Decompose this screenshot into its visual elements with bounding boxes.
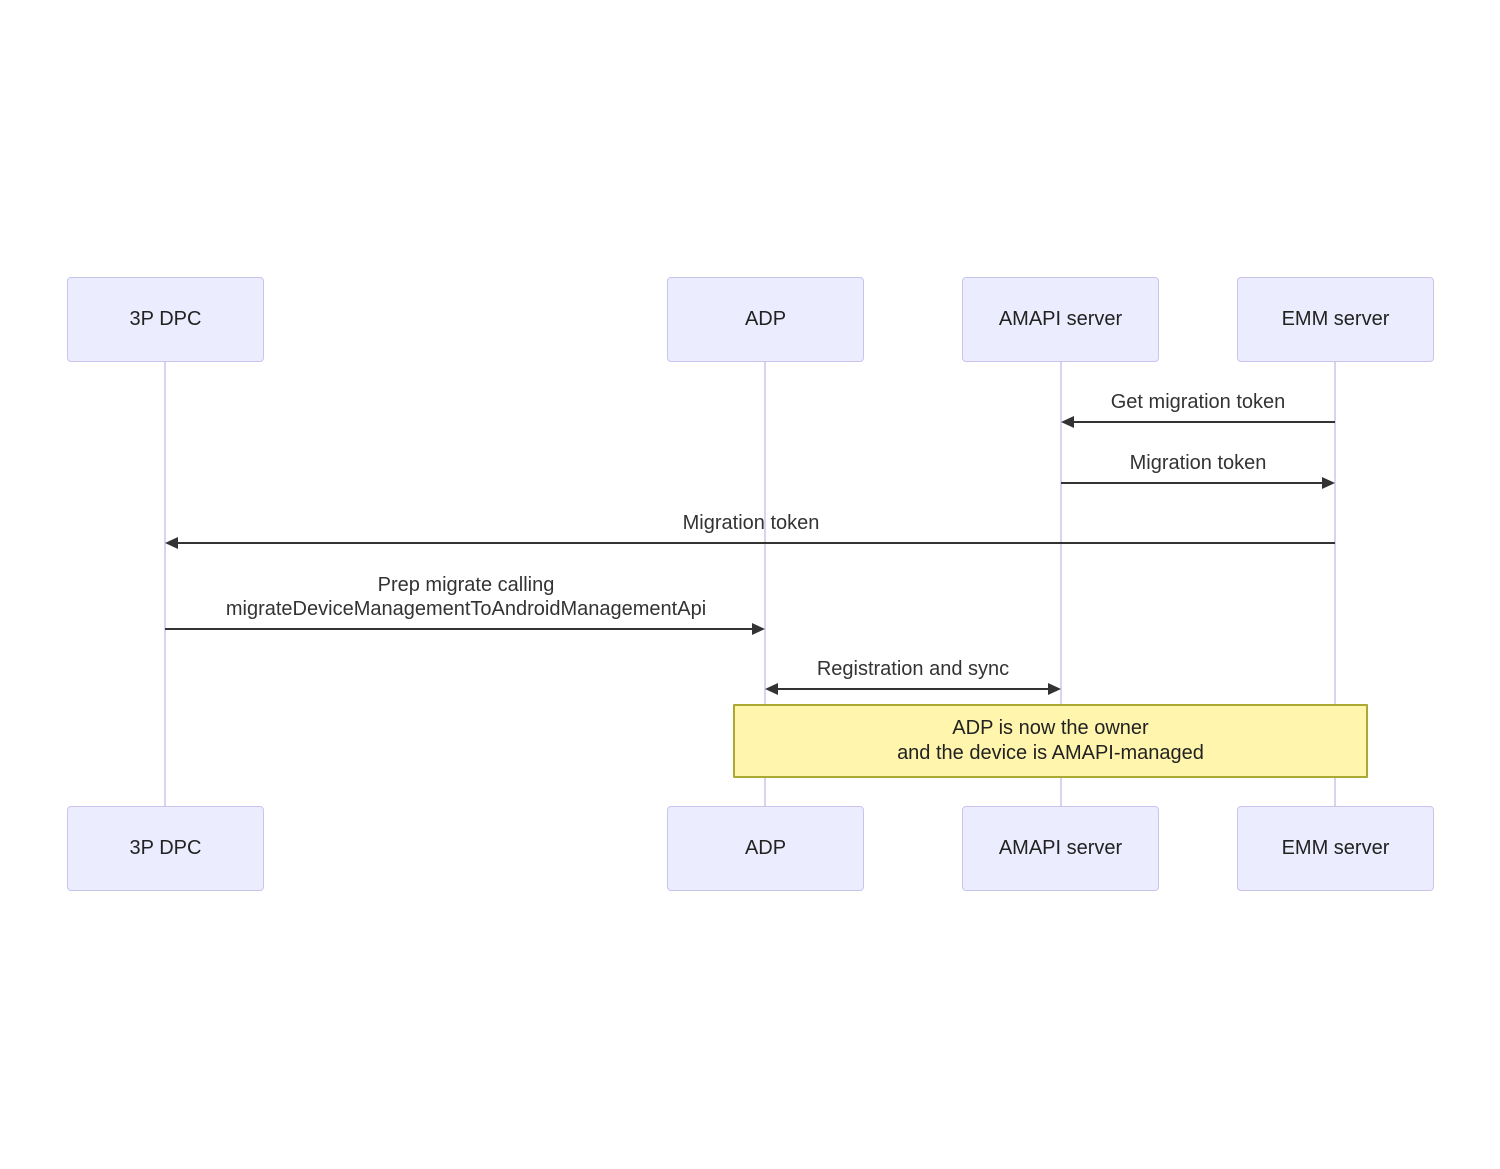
message-label-prep-migrate: Prep migrate calling migrateDeviceManage…	[225, 574, 707, 620]
actor-bottom-emm-server: EMM server	[1237, 806, 1434, 891]
message-label-migration-token-to-emm: Migration token	[1129, 452, 1267, 474]
arrowhead-right-icon	[1322, 477, 1335, 489]
arrowhead-left-icon	[765, 683, 778, 695]
message-line-prep-migrate	[165, 628, 752, 630]
actor-top-3p-dpc: 3P DPC	[67, 277, 264, 362]
message-line-registration-and-sync	[778, 688, 1048, 690]
lifeline-emm-server	[1334, 362, 1336, 806]
arrowhead-left-icon	[165, 537, 178, 549]
message-label-migration-token-to-dpc: Migration token	[682, 512, 820, 534]
message-line-get-migration-token	[1074, 421, 1335, 423]
actor-bottom-amapi-server: AMAPI server	[962, 806, 1159, 891]
actor-top-emm-server: EMM server	[1237, 277, 1434, 362]
lifeline-3p-dpc	[164, 362, 166, 806]
note-adp-owner: ADP is now the owner and the device is A…	[733, 704, 1368, 778]
actor-bottom-adp: ADP	[667, 806, 864, 891]
lifeline-adp	[764, 362, 766, 806]
arrowhead-left-icon	[1061, 416, 1074, 428]
message-line-migration-token-to-dpc	[178, 542, 1335, 544]
message-label-get-migration-token: Get migration token	[1110, 391, 1286, 413]
arrowhead-right-icon	[1048, 683, 1061, 695]
actor-top-adp: ADP	[667, 277, 864, 362]
message-label-registration-and-sync: Registration and sync	[816, 658, 1010, 680]
message-line-migration-token-to-emm	[1061, 482, 1322, 484]
arrowhead-right-icon	[752, 623, 765, 635]
lifeline-amapi-server	[1060, 362, 1062, 806]
actor-bottom-3p-dpc: 3P DPC	[67, 806, 264, 891]
actor-top-amapi-server: AMAPI server	[962, 277, 1159, 362]
